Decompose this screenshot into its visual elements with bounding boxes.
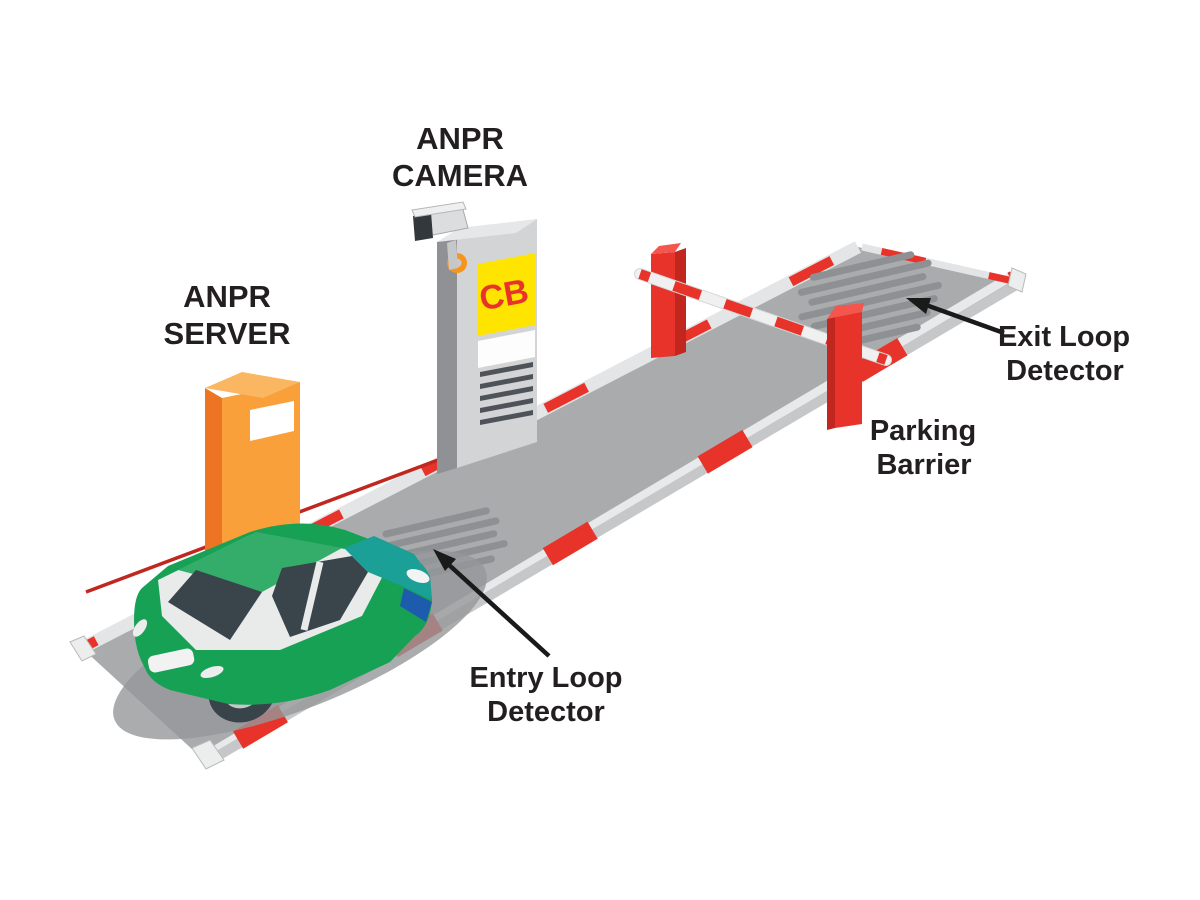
anpr-server-line2: SERVER (164, 316, 291, 351)
car-license-plate (147, 648, 195, 673)
server-top-face (205, 372, 300, 398)
camera-pillar: CB (411, 201, 537, 474)
car-tail-lamp-left (132, 619, 148, 637)
parking-barrier-line2: Barrier (876, 449, 971, 481)
exit-arrowhead (906, 298, 931, 314)
label-entry-loop: Entry Loop Detector (469, 662, 622, 728)
car-front-blue (400, 588, 432, 622)
anpr-camera-line1: ANPR (416, 121, 504, 156)
anpr-camera-device (411, 201, 469, 270)
label-anpr-camera: ANPR CAMERA (392, 121, 528, 193)
entry-arrow (433, 549, 551, 658)
anpr-camera-line2: CAMERA (392, 158, 528, 193)
camera-lens (413, 212, 433, 241)
anpr-server-line1: ANPR (183, 279, 271, 314)
right-curb-red-stripes (861, 243, 1023, 287)
exit-arrow (906, 298, 1005, 336)
pillar-side-face (437, 234, 457, 474)
car-rear-window (168, 570, 262, 640)
server-display-panel (250, 401, 294, 441)
pillar-top-face (437, 219, 537, 242)
exit-loop-line1: Exit Loop (998, 321, 1130, 353)
label-parking-barrier: Parking Barrier (870, 415, 976, 481)
label-anpr-server: ANPR SERVER (164, 279, 291, 351)
barrier-post-near (827, 303, 864, 430)
near-curb-end-cap (191, 739, 225, 770)
car-tail-lamp-right (200, 665, 224, 679)
car-window-pillar (300, 561, 324, 631)
entry-loop-line1: Entry Loop (469, 662, 622, 694)
entry-arrowhead (433, 549, 456, 571)
car-roof (178, 532, 342, 592)
car-headlamp (406, 569, 430, 583)
exit-loop-line2: Detector (1006, 355, 1124, 387)
parking-barrier (634, 243, 892, 430)
camera-sun-visor (411, 201, 467, 218)
pillar-sign-yellow (478, 253, 535, 336)
barrier-post-far (651, 243, 686, 358)
car-side-window (272, 556, 368, 637)
entry-loop-line2: Detector (487, 696, 605, 728)
camera-mount-bracket (447, 240, 458, 270)
label-exit-loop: Exit Loop Detector (998, 321, 1130, 387)
right-curb-end-cap (1007, 267, 1027, 293)
pillar-white-band (478, 330, 535, 368)
far-curb-end-cap (69, 635, 97, 662)
pillar-sign-text: CB (476, 272, 531, 318)
parking-barrier-line1: Parking (870, 415, 976, 447)
car (113, 523, 487, 740)
car-front-teal (344, 536, 432, 600)
right-curb (861, 243, 1027, 293)
pillar-vent-grille (480, 362, 533, 425)
